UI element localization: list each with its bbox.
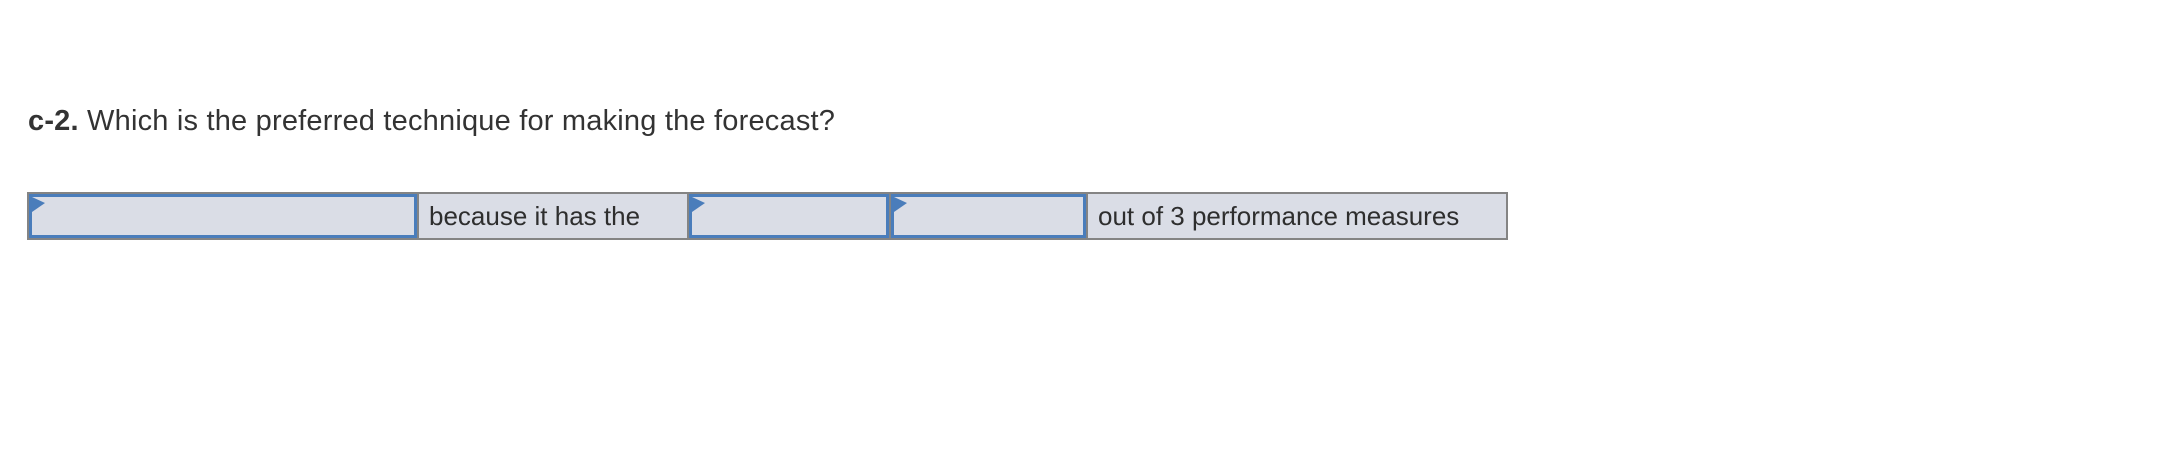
answer-static-text: because it has the — [419, 194, 687, 238]
answer-flag-icon — [894, 197, 907, 212]
answer-row: because it has the out of 3 performance … — [27, 192, 1508, 240]
answer-flag-icon — [692, 197, 705, 212]
answer-flag-icon — [32, 197, 45, 212]
question-number: c-2. — [28, 105, 79, 137]
answer-static-text: out of 3 performance measures — [1088, 194, 1506, 238]
answer-dropdown-1[interactable] — [29, 194, 417, 238]
answer-dropdown-2[interactable] — [689, 194, 889, 238]
question-body: Which is the preferred technique for mak… — [87, 105, 836, 137]
question-text: c-2. Which is the preferred technique fo… — [28, 102, 835, 140]
answer-dropdown-3[interactable] — [891, 194, 1086, 238]
